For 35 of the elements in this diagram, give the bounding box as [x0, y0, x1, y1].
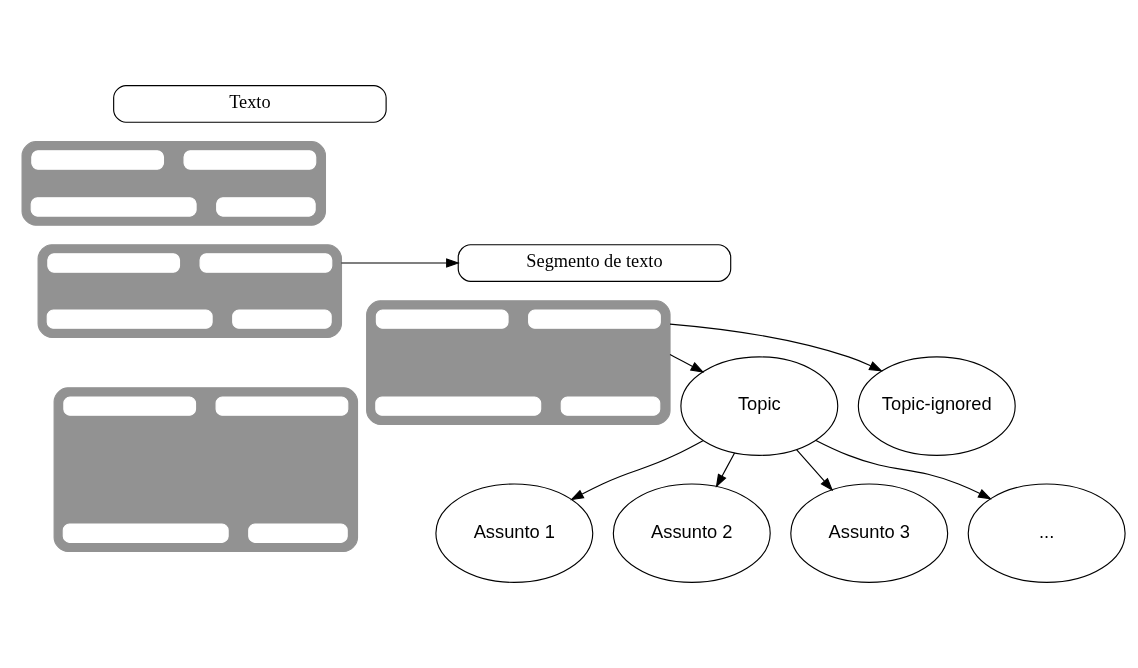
- node-ellipse: Topic: [680, 356, 839, 456]
- cluster: [53, 387, 359, 553]
- node-ellipse: ...: [967, 483, 1126, 583]
- node-box: Texto: [113, 85, 387, 123]
- node-bar: [183, 150, 317, 170]
- arrow: [669, 323, 883, 372]
- node-bar: [30, 197, 197, 217]
- node-bar: [216, 197, 316, 217]
- node-ellipse: Assunto 2: [612, 483, 771, 583]
- node-bar: [46, 309, 213, 329]
- cluster: [37, 244, 343, 338]
- node-bar: [375, 396, 542, 416]
- arrow: [815, 439, 992, 500]
- node-bar: [528, 309, 661, 329]
- arrow: [340, 258, 460, 268]
- node-bar: [31, 150, 165, 170]
- arrow: [795, 448, 834, 492]
- node-bar: [375, 309, 509, 329]
- node-bar: [63, 396, 197, 416]
- node-ellipse: Topic-ignored: [857, 356, 1016, 456]
- arrow: [669, 354, 705, 373]
- node-bar: [47, 253, 181, 273]
- node-ellipse: Assunto 3: [790, 483, 949, 583]
- node-bar: [248, 523, 348, 543]
- cluster: [366, 300, 671, 425]
- node-bar: [215, 396, 349, 416]
- node-bar: [199, 253, 333, 273]
- node-ellipse: Assunto 1: [435, 483, 594, 583]
- node-bar: [232, 309, 332, 329]
- cluster: [21, 141, 326, 226]
- node-box: Segmento de texto: [457, 244, 732, 282]
- node-bar: [560, 396, 661, 416]
- arrow: [570, 440, 704, 501]
- node-bar: [62, 523, 229, 543]
- arrow: [715, 452, 736, 488]
